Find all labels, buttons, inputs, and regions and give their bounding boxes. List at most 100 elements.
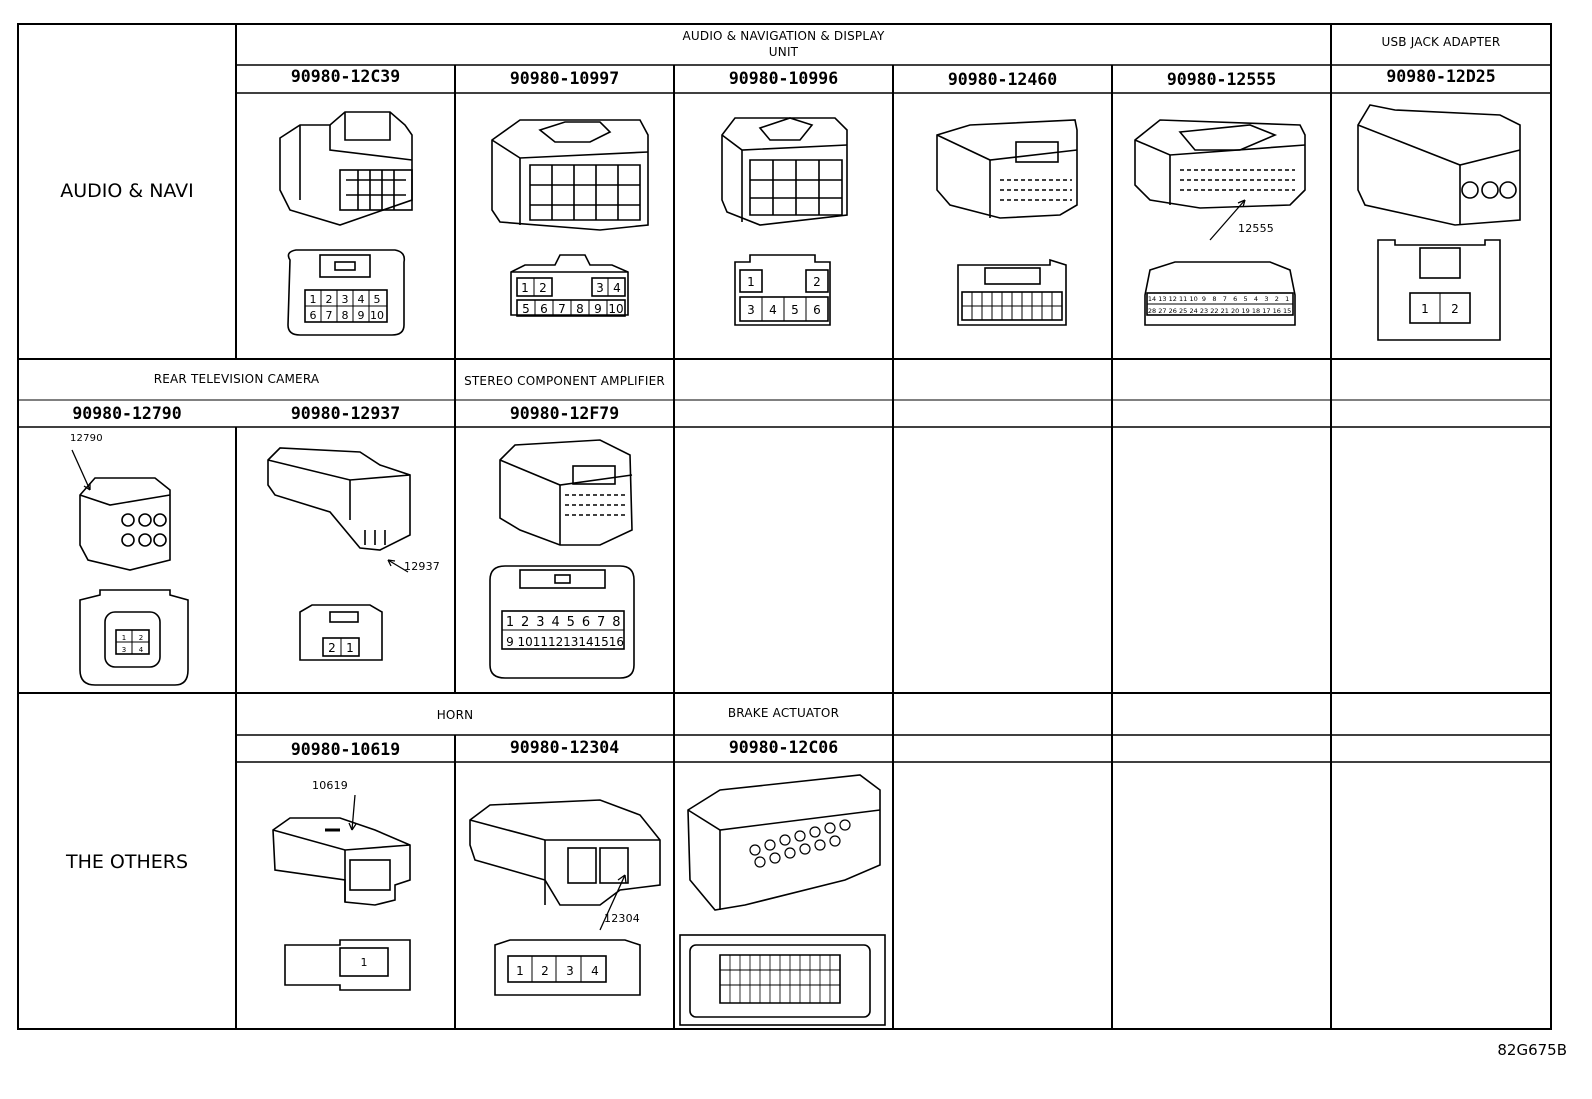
connector-12790-drawing [71,449,189,686]
connector-12f79-drawing [489,439,635,679]
pin-number: 2 [521,615,529,630]
connector-12555-drawing [1134,119,1306,326]
pin-number: 12 [548,635,563,649]
pin-number: 3 [342,293,349,306]
pin-number: 2 [1275,295,1279,303]
part-number: 90980-12C06 [728,738,839,757]
pin-number: 3 [536,615,544,630]
callout-10619: 10619 [312,779,348,792]
connector-12c39-drawing [279,111,413,336]
pin-number: 21 [1221,307,1229,315]
pin-number: 5 [791,303,799,317]
pin-number: 5 [567,615,575,630]
pin-number: 13 [563,635,578,649]
pin-number: 4 [591,964,599,978]
header-horn: HORN [436,708,474,722]
pin-number: 13 [1158,295,1166,303]
pin-number: 3 [566,964,574,978]
pin-number: 3 [1264,295,1268,303]
pin-number: 26 [1169,307,1177,315]
pin-number: 2 [1451,302,1459,316]
pin-number: 4 [139,646,144,654]
pin-number: 15 [594,635,609,649]
pin-number: 20 [1231,307,1239,315]
pin-number: 2 [813,275,821,289]
pin-number: 25 [1179,307,1187,315]
pin-number: 11 [1179,295,1187,303]
pin-number: 9 [594,302,602,316]
pin-number: 7 [597,615,605,630]
header-usb-jack: USB JACK ADAPTER [1381,35,1501,49]
callout-12937: 12937 [404,560,440,573]
pin-number: 10 [1189,295,1197,303]
connector-12d25-drawing [1357,104,1521,341]
pin-number: 1 [361,956,368,969]
pin-number: 6 [310,309,317,322]
pin-number: 2 [328,641,336,655]
part-number: 90980-12790 [72,404,182,423]
pin-number: 12 [1169,295,1177,303]
pin-number: 4 [358,293,365,306]
part-number: 90980-10996 [728,69,839,88]
pin-number: 28 [1148,307,1156,315]
pin-number: 2 [326,293,333,306]
drawing-code: 82G675B [1497,1041,1567,1059]
part-number: 90980-12937 [290,404,401,423]
pin-number: 4 [613,281,621,295]
pin-number: 9 [358,309,365,322]
callout-12790: 12790 [70,433,103,444]
connector-12304-drawing [469,799,661,996]
pin-number: 4 [1254,295,1258,303]
part-number: 90980-12C39 [290,67,401,86]
part-number: 90980-10997 [509,69,620,88]
connector-12460-drawing [936,119,1078,326]
connector-12c06-drawing [679,774,886,1026]
pin-number: 7 [326,309,333,322]
pin-number: 3 [747,303,755,317]
pin-number: 2 [541,964,549,978]
pin-number: 8 [576,302,584,316]
pin-number: 1 [506,615,514,630]
part-number: 90980-12304 [509,738,620,757]
pin-number: 23 [1200,307,1208,315]
pin-number: 10 [518,635,533,649]
pin-number: 22 [1210,307,1218,315]
pin-number: 5 [1244,295,1248,303]
pin-number: 18 [1252,307,1260,315]
pin-number: 2 [139,634,143,642]
header-brake-actuator: BRAKE ACTUATOR [727,706,840,720]
pin-number: 2 [539,281,547,295]
pin-number: 1 [516,964,524,978]
pin-number: 24 [1189,307,1197,315]
pin-number: 1 [346,641,354,655]
header-audio-nav-display: AUDIO & NAVIGATION & DISPLAY UNIT [682,29,885,59]
pin-number: 14 [578,635,593,649]
pin-number: 8 [342,309,349,322]
pin-number: 1 [310,293,317,306]
pin-number: 5 [374,293,381,306]
pin-number: 3 [596,281,604,295]
pin-number: 6 [582,615,590,630]
table-grid [17,23,1552,1030]
pin-number: 7 [558,302,566,316]
pin-number: 5 [522,302,530,316]
pin-number: 19 [1241,307,1249,315]
connector-12937-drawing [267,447,411,661]
pin-number: 16 [609,635,624,649]
pin-number: 16 [1273,307,1281,315]
pin-number: 1 [521,281,529,295]
part-number: 90980-12555 [1166,70,1277,89]
part-number: 90980-10619 [290,740,401,759]
pin-number: 4 [769,303,777,317]
pin-number: 8 [612,615,620,630]
connector-10619-drawing [272,794,411,991]
